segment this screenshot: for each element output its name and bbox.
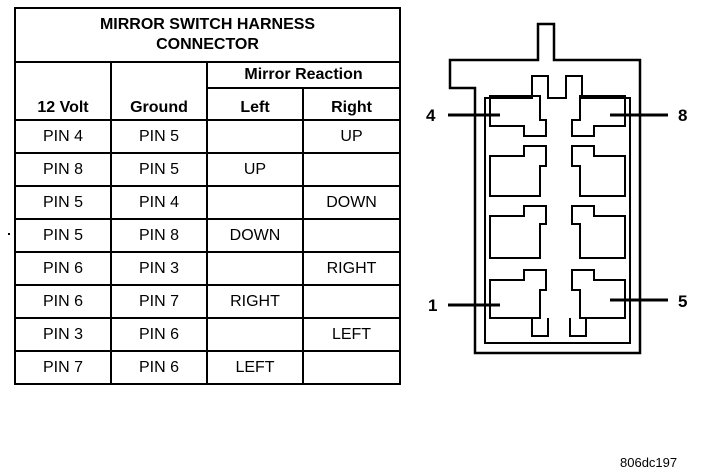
cell-ground: PIN 5 — [110, 119, 208, 154]
terminal-cavity-pin-4 — [489, 95, 547, 137]
header-12-volt: 12 Volt — [14, 61, 112, 121]
header-ground: Ground — [110, 61, 208, 121]
cell-left — [206, 317, 304, 352]
terminal-cavity-pin-5 — [571, 269, 626, 319]
cell-right: RIGHT — [301, 251, 402, 286]
header-right: Right — [301, 87, 402, 121]
cell-right: DOWN — [301, 185, 402, 220]
table-row: PIN 6 PIN 3 RIGHT — [14, 251, 402, 286]
cell-left — [206, 251, 304, 286]
cell-left: LEFT — [206, 350, 304, 385]
stray-mark — [8, 233, 10, 235]
table-title-line2: CONNECTOR — [156, 36, 259, 53]
terminal-cavity-pin-1 — [489, 269, 547, 319]
cell-12v: PIN 4 — [14, 119, 112, 154]
cell-ground: PIN 3 — [110, 251, 208, 286]
connector-housing — [448, 22, 642, 355]
cell-12v: PIN 7 — [14, 350, 112, 385]
mirror-switch-pin-table: MIRROR SWITCH HARNESS CONNECTOR 12 Volt … — [13, 7, 402, 385]
cell-left: DOWN — [206, 218, 304, 253]
terminal-cavity-left-3 — [489, 205, 547, 259]
cell-right — [301, 284, 402, 319]
table-row: PIN 5 PIN 8 DOWN — [14, 218, 402, 253]
cell-12v: PIN 3 — [14, 317, 112, 352]
cell-12v: PIN 6 — [14, 251, 112, 286]
pin-label-8: 8 — [678, 106, 687, 125]
cell-ground: PIN 6 — [110, 350, 208, 385]
cell-12v: PIN 8 — [14, 152, 112, 187]
pin-label-5: 5 — [678, 292, 687, 311]
cell-ground: PIN 6 — [110, 317, 208, 352]
cell-left — [206, 119, 304, 154]
connector-cavity — [484, 75, 631, 344]
pin-label-4: 4 — [426, 106, 436, 125]
terminal-cavity-right-2 — [571, 145, 626, 197]
table-title-line1: MIRROR SWITCH HARNESS — [99, 16, 316, 33]
cell-12v: PIN 5 — [14, 185, 112, 220]
cell-right — [301, 218, 402, 253]
table-title: MIRROR SWITCH HARNESS CONNECTOR — [13, 7, 402, 63]
connector-diagram: 4 8 1 5 — [426, 22, 687, 355]
cell-12v: PIN 6 — [14, 284, 112, 319]
cell-ground: PIN 8 — [110, 218, 208, 253]
pin-label-1: 1 — [428, 296, 437, 315]
cell-ground: PIN 7 — [110, 284, 208, 319]
cell-left: RIGHT — [206, 284, 304, 319]
terminal-cavity-left-2 — [489, 145, 547, 197]
header-mirror-reaction: Mirror Reaction — [205, 61, 402, 89]
cell-left: UP — [206, 152, 304, 187]
figure-code: 806dc197 — [620, 455, 678, 470]
cell-ground: PIN 4 — [110, 185, 208, 220]
cell-right: LEFT — [301, 317, 402, 352]
cell-right: UP — [301, 119, 402, 154]
table-row: PIN 4 PIN 5 UP — [14, 119, 402, 154]
cell-right — [301, 350, 402, 385]
table-row: PIN 6 PIN 7 RIGHT — [14, 284, 402, 319]
cell-12v: PIN 5 — [14, 218, 112, 253]
table-row: PIN 7 PIN 6 LEFT — [14, 350, 402, 385]
table-row: PIN 3 PIN 6 LEFT — [14, 317, 402, 352]
cell-right — [301, 152, 402, 187]
terminal-cavity-right-3 — [571, 205, 626, 259]
cell-left — [206, 185, 304, 220]
table-row: PIN 8 PIN 5 UP — [14, 152, 402, 187]
connector-bottom-feet — [531, 318, 587, 337]
header-left: Left — [206, 87, 304, 121]
table-row: PIN 5 PIN 4 DOWN — [14, 185, 402, 220]
cell-ground: PIN 5 — [110, 152, 208, 187]
terminal-cavity-pin-8 — [571, 95, 626, 137]
